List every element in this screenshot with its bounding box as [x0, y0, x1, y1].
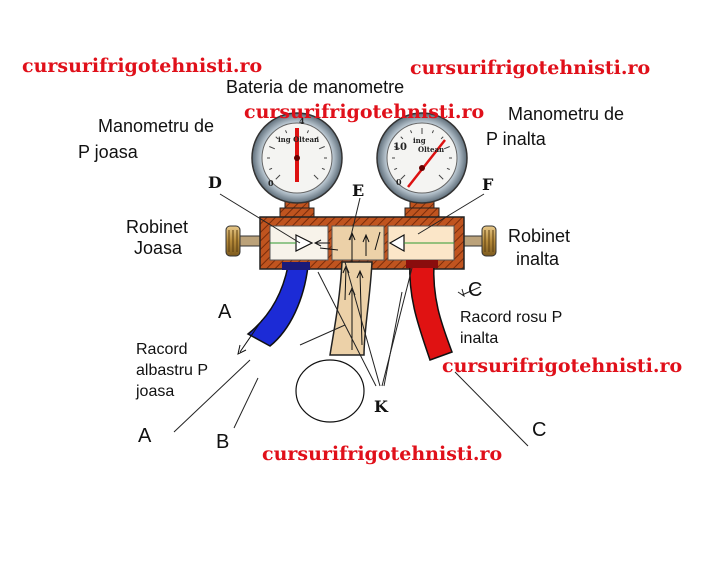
high-gauge-label-2: P inalta: [486, 129, 547, 149]
high-gauge-ticks: [392, 128, 452, 180]
letter-a-top: A: [218, 301, 232, 323]
red-hose: [409, 261, 453, 361]
watermark-2: cursurifrigotehnisti.ro: [410, 57, 650, 79]
leader-lines: [173, 193, 529, 447]
high-gauge-label-1: Manometru de: [508, 104, 624, 124]
low-valve-label-1: Robinet: [126, 217, 188, 237]
gauge-tick: [313, 174, 319, 180]
gauge-tick: [438, 174, 444, 180]
gauge-tick: [400, 174, 406, 180]
high-gauge-zero: 0: [396, 177, 402, 187]
gauge-tick: [440, 136, 444, 140]
gauge-tick: [400, 136, 404, 140]
diagram-title: Bateria de manometre: [226, 77, 404, 97]
high-valve-label-2: inalta: [516, 249, 560, 269]
letter-b: B: [216, 431, 229, 453]
gauge-tick: [410, 130, 413, 134]
letter-a-bottom: A: [138, 425, 152, 447]
gauge-tick: [306, 130, 309, 134]
watermark-4: cursurifrigotehnisti.ro: [442, 355, 682, 377]
high-valve-knob: [461, 225, 497, 257]
red-port-label-1: Racord rosu P: [460, 309, 562, 326]
gauge-tick: [394, 146, 401, 150]
low-gauge-zero: 0: [268, 178, 274, 188]
blue-hose: [246, 265, 309, 347]
letter-f: F: [482, 175, 494, 194]
high-gauge-author-2: Oltean: [418, 145, 444, 154]
gauge-tick: [321, 167, 325, 170]
blue-port-label-2: albastru P: [136, 362, 208, 379]
red-port-label-2: inalta: [460, 330, 498, 347]
low-valve-label-2: Joasa: [134, 238, 183, 258]
letter-d: D: [208, 173, 222, 192]
low-gauge-label-1: Manometru de: [98, 116, 214, 136]
high-valve-label-1: Robinet: [508, 226, 570, 246]
letter-c-top: C: [468, 279, 482, 301]
watermark-1: cursurifrigotehnisti.ro: [22, 55, 262, 77]
high-gauge-number: 10: [393, 142, 407, 153]
flow-arrows: [237, 231, 381, 355]
gauge-tick: [443, 146, 450, 150]
gauge-tick: [269, 146, 276, 150]
gauge-tick: [315, 136, 319, 140]
gauge-tick: [269, 167, 273, 170]
low-gauge-author: ing Oltean: [278, 135, 319, 144]
high-gauge-needle: [407, 139, 446, 188]
gauge-tick: [318, 146, 325, 150]
letter-c-bottom: C: [532, 419, 546, 441]
letter-e: E: [352, 181, 364, 200]
high-gauge-author-1: ing: [413, 136, 426, 145]
blue-port-label-3: joasa: [135, 383, 174, 400]
gauge-tick: [394, 167, 398, 170]
low-gauge-number: 4: [299, 116, 305, 126]
low-gauge-label-2: P joasa: [78, 142, 139, 162]
hose-cross-section-circle: [295, 359, 365, 423]
blue-port-label-1: Racord: [136, 341, 188, 358]
low-valve-knob: [225, 225, 263, 257]
low-pressure-gauge: 4 ing Oltean 0: [251, 112, 343, 219]
high-pressure-gauge: 10 ing Oltean 0: [376, 112, 468, 219]
gauge-tick: [285, 130, 288, 134]
gauge-tick: [275, 136, 279, 140]
gauge-tick: [446, 167, 450, 170]
gauge-tick: [431, 130, 434, 134]
letter-k: K: [374, 397, 389, 416]
watermark-5: cursurifrigotehnisti.ro: [262, 443, 502, 465]
gauge-tick: [275, 174, 281, 180]
watermark-3: cursurifrigotehnisti.ro: [244, 101, 484, 123]
